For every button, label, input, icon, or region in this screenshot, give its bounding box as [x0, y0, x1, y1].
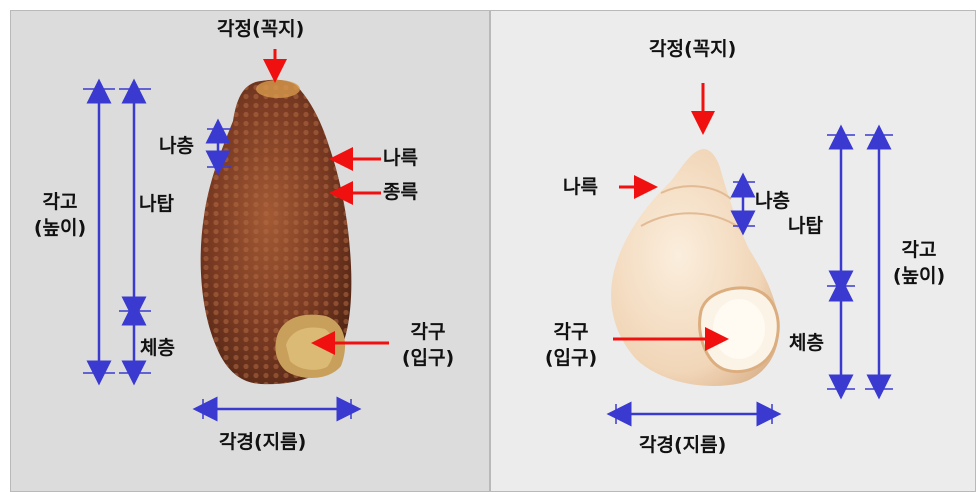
right-shell — [611, 149, 779, 386]
left-panel: 각정(꼭지) 나륵 종륵 나층 나탑 각고 (높이) 체층 각구 (입구) 각경… — [10, 10, 490, 492]
right-suture-label: 나륵 — [563, 177, 598, 198]
right-whorl-label: 나층 — [755, 191, 790, 212]
right-apex-label: 각정(꼭지) — [649, 39, 736, 60]
right-panel: 각정(꼭지) 나륵 나층 나탑 각고 (높이) 체층 각구 (입구) 각경(지름… — [490, 10, 976, 492]
left-shell — [201, 80, 352, 384]
right-height-label-1: 각고 — [883, 240, 955, 261]
right-aperture-label-1: 각구 — [531, 322, 611, 343]
left-width-label: 각경(지름) — [219, 432, 306, 453]
right-width-label: 각경(지름) — [639, 435, 726, 456]
right-body-label: 체층 — [789, 333, 824, 354]
left-height-label-2: (높이) — [25, 218, 95, 239]
left-graphics — [11, 11, 489, 491]
left-apex-label: 각정(꼭지) — [217, 19, 304, 40]
right-aperture-label-2: (입구) — [531, 348, 611, 369]
left-body-label: 체층 — [140, 338, 175, 359]
left-height-label-1: 각고 — [25, 192, 95, 213]
left-aperture-label-2: (입구) — [383, 348, 473, 369]
left-rib-label: 종륵 — [383, 182, 418, 203]
right-spire-label: 나탑 — [788, 216, 823, 237]
left-aperture-label-1: 각구 — [383, 322, 473, 343]
left-suture-label: 나륵 — [383, 148, 418, 169]
right-height-label-2: (높이) — [883, 266, 955, 287]
left-spire-label: 나탑 — [139, 194, 174, 215]
left-whorl-label: 나층 — [159, 136, 194, 157]
